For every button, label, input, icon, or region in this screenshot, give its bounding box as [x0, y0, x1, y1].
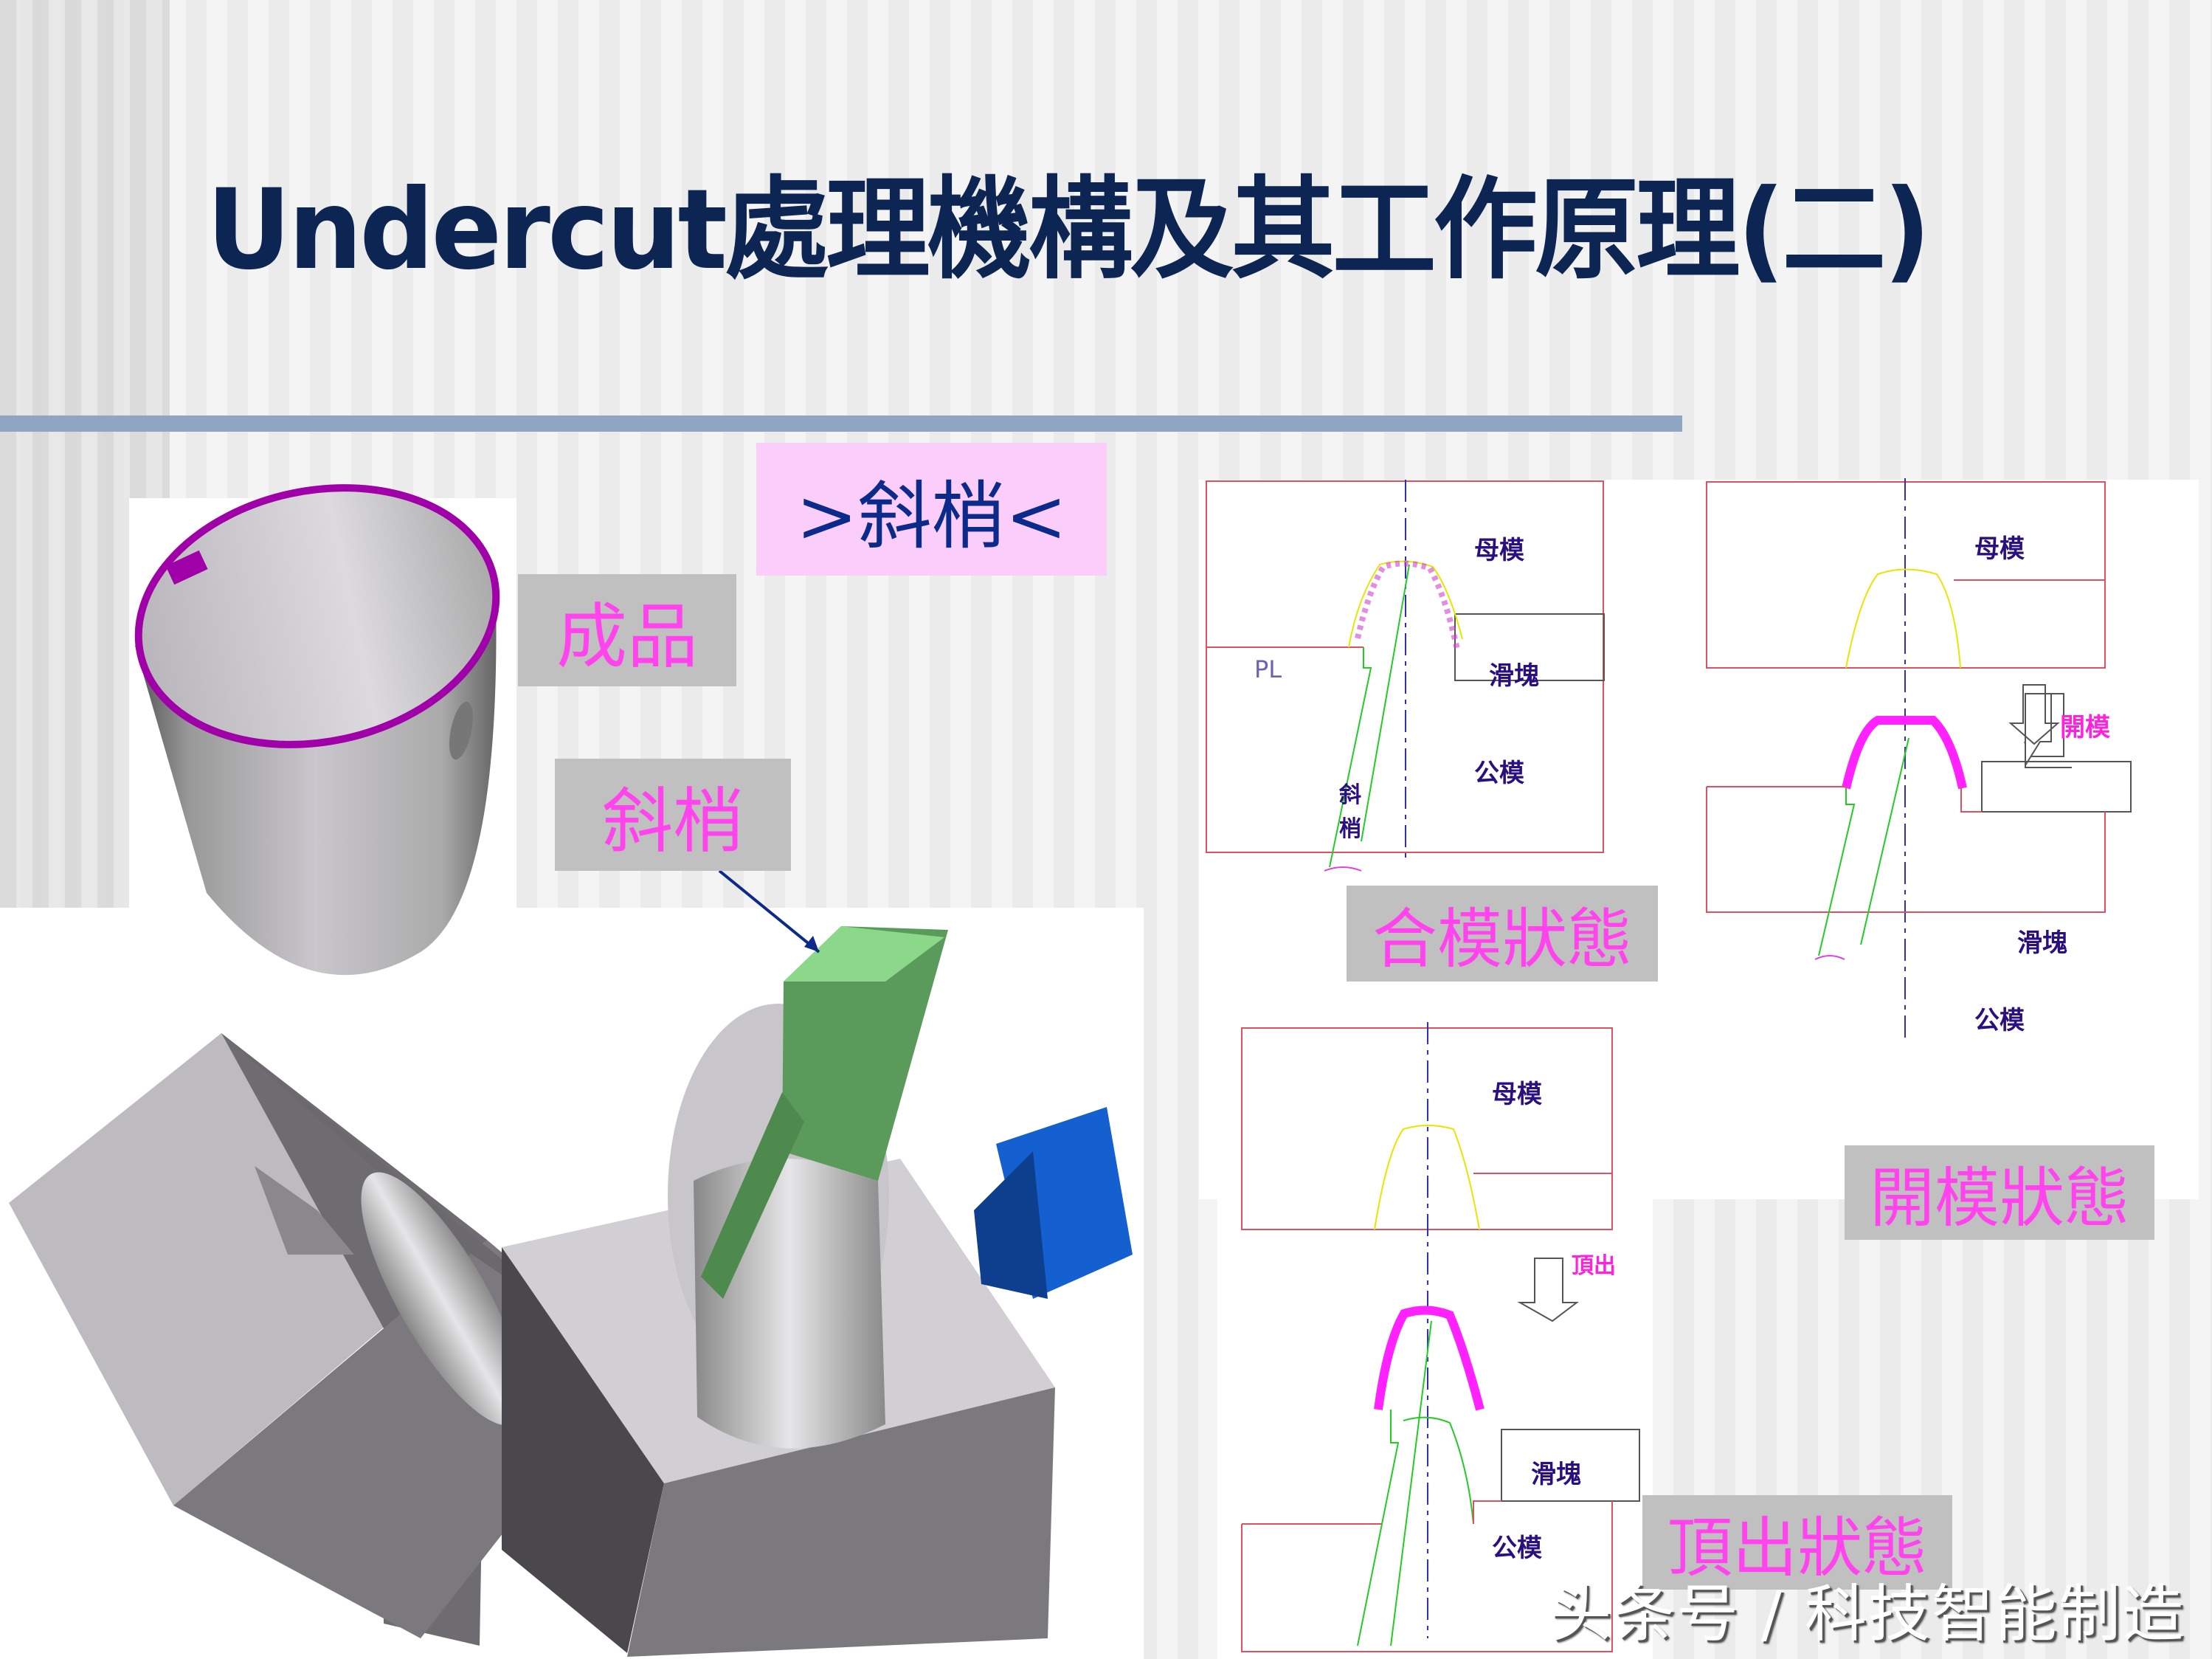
slide-title: Undercut處理機構及其工作原理(二) — [207, 166, 1931, 294]
d2-action-label: 開模 — [2060, 713, 2110, 742]
diagram-open — [1706, 478, 2132, 1041]
state-ejected-label: 頂出狀態 — [1642, 1495, 1952, 1590]
d3-core-label: 公模 — [1492, 1534, 1542, 1563]
d1-cavity-label: 母模 — [1474, 536, 1524, 565]
watermark: 头条号 / 科技智能制造 — [1549, 1578, 2185, 1650]
diagram-ejected — [1241, 1022, 1640, 1652]
d1-slider-label: 滑塊 — [1489, 661, 1539, 691]
section-label: >斜梢< — [756, 443, 1107, 576]
d2-core-label: 公模 — [1974, 1006, 2025, 1035]
product-label: 成品 — [518, 574, 736, 686]
d2-slider-label: 滑塊 — [2017, 928, 2067, 958]
state-closed-label: 合模狀態 — [1347, 886, 1658, 982]
title-divider — [0, 415, 1682, 432]
lifter-leader-arrow — [718, 869, 820, 953]
d1-lifter-label-1: 斜 — [1339, 782, 1361, 808]
d3-cavity-label: 母模 — [1492, 1080, 1542, 1109]
state-open-label: 開模狀態 — [1845, 1145, 2154, 1240]
core-block — [502, 926, 1133, 1657]
d1-core-label: 公模 — [1474, 759, 1524, 788]
lifter-label: 斜梢 — [555, 759, 791, 871]
d1-parting-line-label: PL — [1254, 655, 1282, 683]
d1-lifter-label-2: 梢 — [1339, 816, 1361, 842]
d2-cavity-label: 母模 — [1974, 534, 2025, 564]
product-cylinder — [134, 484, 500, 976]
d3-action-label: 頂出 — [1572, 1253, 1616, 1279]
d3-slider-label: 滑塊 — [1531, 1460, 1581, 1489]
diagram-closed — [1206, 480, 1605, 872]
